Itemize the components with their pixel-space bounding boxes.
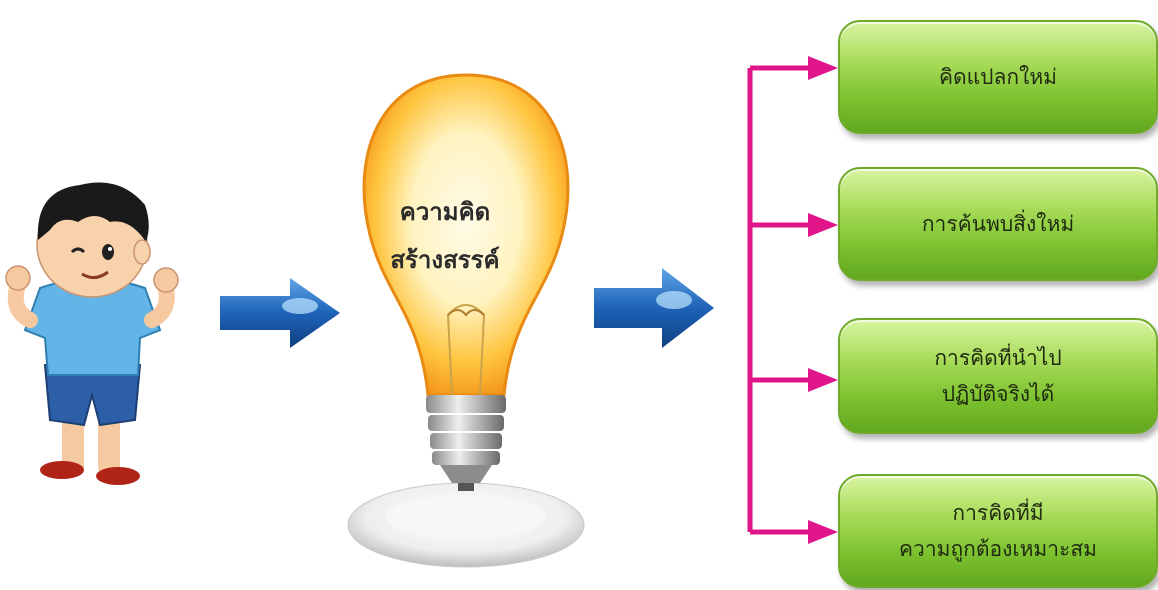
outcome-box-3: การคิดที่นำไป ปฏิบัติจริงได้ [838, 318, 1158, 434]
outcome-3-line2: ปฏิบัติจริงได้ [941, 382, 1055, 406]
outcome-1-line1: คิดแปลกใหม่ [938, 65, 1058, 89]
arrow-to-bulb-icon [220, 278, 340, 348]
outcome-3-line1: การคิดที่นำไป [934, 346, 1062, 370]
bulb-label-line1: ความคิด [399, 198, 491, 226]
outcome-4-line2: ความถูกต้องเหมาะสม [898, 537, 1097, 561]
branch-connector [747, 56, 838, 544]
outcome-box-1: คิดแปลกใหม่ [838, 20, 1158, 134]
arrow-to-outcomes-icon [594, 268, 714, 348]
outcome-4-line1: การคิดที่มี [952, 501, 1044, 525]
outcome-2-line1: การค้นพบสิ่งใหม่ [921, 212, 1075, 236]
outcome-box-4: การคิดที่มี ความถูกต้องเหมาะสม [838, 474, 1158, 588]
boy-illustration [5, 182, 179, 485]
light-bulb-icon [347, 73, 585, 568]
bulb-label: ความคิด สร้างสรรค์ [380, 188, 510, 284]
outcome-box-2: การค้นพบสิ่งใหม่ [838, 167, 1158, 281]
bulb-label-line2: สร้างสรรค์ [390, 246, 500, 274]
